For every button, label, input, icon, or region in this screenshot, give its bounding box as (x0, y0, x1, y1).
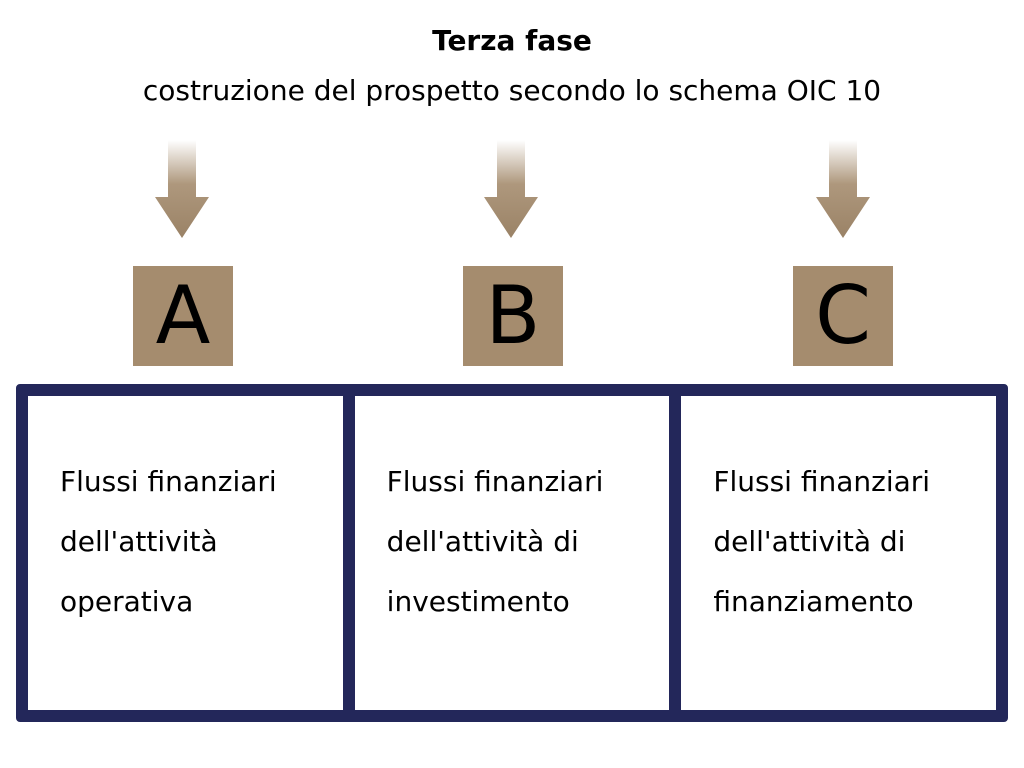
cell-line: dell'attività di (386, 525, 579, 558)
cell-line: finanziamento (713, 585, 914, 618)
cell-text: Flussi finanziari dell'attività di inves… (387, 452, 662, 632)
diagram-subtitle: costruzione del prospetto secondo lo sch… (142, 74, 882, 107)
letter-box-c: C (793, 266, 893, 366)
cell-text: Flussi finanziari dell'attività operativ… (60, 452, 335, 632)
cash-flow-table: Flussi finanziari dell'attività operativ… (16, 384, 1008, 722)
arrow-down-icon-b (484, 140, 538, 238)
letter-box-a: A (133, 266, 233, 366)
letter-box-b: B (463, 266, 563, 366)
cell-line: Flussi finanziari (713, 465, 931, 498)
cell-operating: Flussi finanziari dell'attività operativ… (28, 396, 343, 710)
cell-investing: Flussi finanziari dell'attività di inves… (342, 396, 670, 710)
cell-line: dell'attività di (713, 525, 906, 558)
cell-text: Flussi finanziari dell'attività di finan… (713, 452, 988, 632)
cell-financing: Flussi finanziari dell'attività di finan… (669, 396, 996, 710)
cell-line: Flussi finanziari (386, 465, 604, 498)
diagram-title: Terza fase (432, 24, 592, 57)
arrow-down-icon-a (155, 140, 209, 238)
cell-line: Flussi finanziari (60, 465, 277, 498)
cell-line: dell'attività (60, 525, 218, 558)
cell-line: operativa (60, 585, 194, 618)
arrow-down-icon-c (816, 140, 870, 238)
cell-line: investimento (386, 585, 570, 618)
